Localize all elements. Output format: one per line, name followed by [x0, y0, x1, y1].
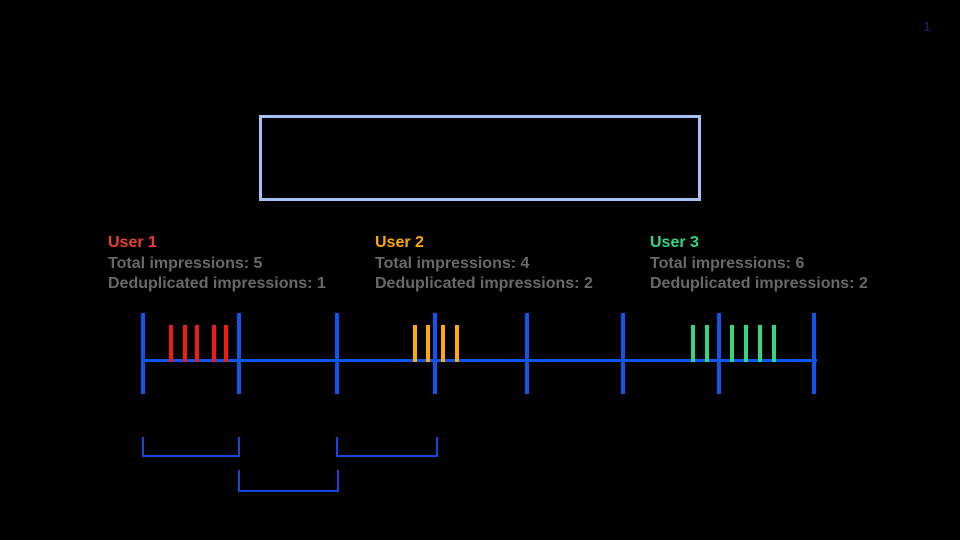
impression-tick-user-3 [744, 325, 748, 362]
impression-tick-user-2 [455, 325, 459, 362]
impression-tick-user-3 [691, 325, 695, 362]
interval-marker [717, 313, 721, 394]
interval-marker [335, 313, 339, 394]
interval-marker [237, 313, 241, 394]
overlap-bracket [238, 470, 339, 492]
impression-tick-user-2 [426, 325, 430, 362]
user-2-total-impressions: Total impressions: 4 [375, 254, 530, 272]
user-2-deduplicated-impressions: Deduplicated impressions: 2 [375, 275, 593, 292]
user-1-label: User 1 [108, 234, 157, 251]
user-2-info-block: User 2 Total impressions: 4 Deduplicated… [375, 233, 593, 295]
overlap-bracket [336, 437, 438, 457]
user-3-total-impressions: Total impressions: 6 [650, 254, 805, 272]
impression-tick-user-1 [212, 325, 216, 362]
user-3-info-block: User 3 Total impressions: 6 Deduplicated… [650, 233, 868, 295]
impression-tick-user-1 [224, 325, 228, 362]
user-3-label: User 3 [650, 234, 699, 251]
interval-marker [141, 313, 145, 394]
impression-tick-user-3 [758, 325, 762, 362]
impression-tick-user-3 [705, 325, 709, 362]
overlap-bracket [142, 437, 240, 457]
interval-marker [812, 313, 816, 394]
timeline-axis [143, 359, 817, 362]
impression-tick-user-2 [413, 325, 417, 362]
impression-tick-user-1 [195, 325, 199, 362]
slide-number: 1 [923, 19, 931, 34]
interval-marker [433, 313, 437, 394]
user-2-label: User 2 [375, 234, 424, 251]
user-1-deduplicated-impressions: Deduplicated impressions: 1 [108, 275, 326, 292]
interval-marker [621, 313, 625, 394]
impression-tick-user-1 [183, 325, 187, 362]
impression-tick-user-3 [772, 325, 776, 362]
impression-tick-user-1 [169, 325, 173, 362]
impression-tick-user-2 [441, 325, 445, 362]
title-box [259, 115, 701, 201]
user-1-info-block: User 1 Total impressions: 5 Deduplicated… [108, 233, 326, 295]
interval-marker [525, 313, 529, 394]
user-1-total-impressions: Total impressions: 5 [108, 254, 263, 272]
user-3-deduplicated-impressions: Deduplicated impressions: 2 [650, 275, 868, 292]
impression-tick-user-3 [730, 325, 734, 362]
